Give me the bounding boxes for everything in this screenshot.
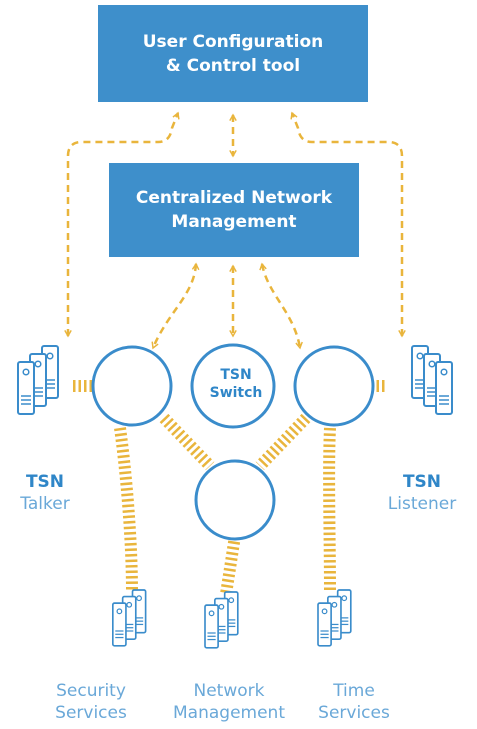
security-services-label: Security Services xyxy=(36,680,146,724)
tsn-switch-icon xyxy=(190,343,276,429)
security-label-line2: Services xyxy=(55,703,127,723)
user-configuration-label: User Configuration & Control tool xyxy=(142,31,324,76)
network-label-line2: Management xyxy=(173,703,285,723)
switch-right-icon xyxy=(293,345,375,427)
talker-label: TSN Talker xyxy=(10,471,80,515)
switch-left-icon xyxy=(91,345,173,427)
time-label-line1: Time xyxy=(333,681,375,701)
listener-server-icon xyxy=(412,346,452,414)
listener-label-line2: Listener xyxy=(387,494,457,514)
arrow-listener-ucct xyxy=(290,111,406,338)
listener-label: TSN Listener xyxy=(374,471,470,515)
arrow-cnm-right-switch xyxy=(259,262,303,350)
link-right-time xyxy=(323,427,336,593)
arrow-cnm-left-switch xyxy=(151,262,200,350)
link-left-security xyxy=(114,427,138,593)
network-label-line1: Network xyxy=(193,681,265,701)
link-bottom-network xyxy=(220,535,241,595)
time-services-label: Time Services xyxy=(302,680,406,724)
user-configuration-box: User Configuration & Control tool xyxy=(98,5,368,102)
tsn-switch-line1: TSN xyxy=(220,367,252,383)
talker-label-line1: TSN xyxy=(25,472,65,492)
cnm-box: Centralized Network Management xyxy=(109,163,359,257)
tsn-switch-line2: Switch xyxy=(209,385,263,401)
talker-label-line2: Talker xyxy=(20,494,70,514)
arrow-talker-ucct xyxy=(64,111,180,338)
cnm-label: Centralized Network Management xyxy=(135,188,333,232)
security-server-icon xyxy=(113,590,146,646)
link-left-bottom xyxy=(159,413,215,471)
listener-label-line1: TSN xyxy=(402,472,442,492)
talker-server-icon xyxy=(18,346,58,414)
time-server-icon xyxy=(318,590,351,646)
tsn-switch-label: TSN Switch xyxy=(192,366,280,402)
network-server-icon xyxy=(205,592,238,648)
network-management-label: Network Management xyxy=(154,680,304,724)
time-label-line2: Services xyxy=(318,703,390,723)
switch-bottom-icon xyxy=(194,459,276,541)
management-arrows xyxy=(64,111,406,350)
link-right-bottom xyxy=(255,413,311,471)
security-label-line1: Security xyxy=(56,681,126,701)
